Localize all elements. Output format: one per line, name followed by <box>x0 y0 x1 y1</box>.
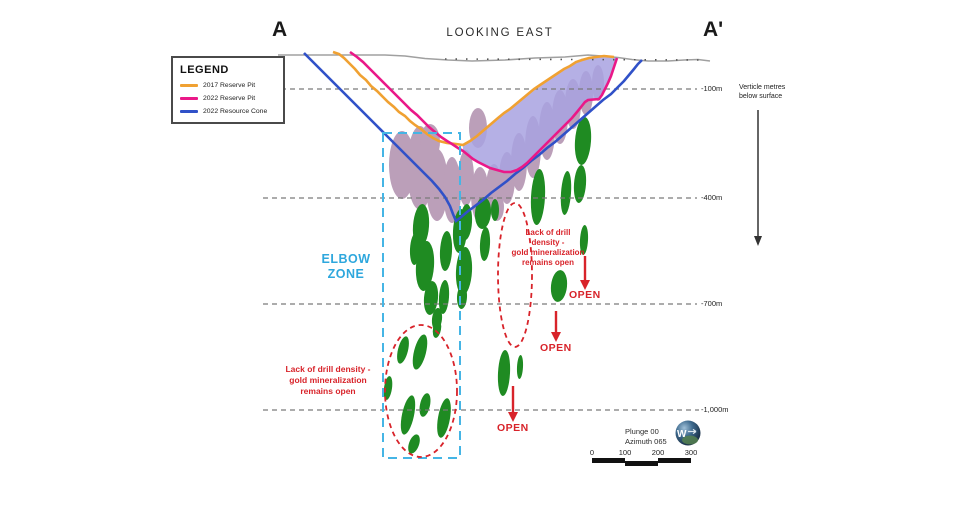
line-swatch-2017-pit <box>180 84 198 87</box>
elbow-zone-label: ELBOW ZONE <box>316 252 376 282</box>
drill-density-ellipse-mid <box>497 202 533 348</box>
scale-label-100: 100 <box>618 448 632 457</box>
open-label-3: OPEN <box>497 422 529 434</box>
note-line: gold mineralization <box>289 375 367 385</box>
depth-label-700m: -700m <box>701 299 723 308</box>
depth-axis-note-line2: below surface <box>739 93 783 100</box>
legend-box: LEGEND 2017 Reserve Pit 2022 Reserve Pit… <box>171 56 285 124</box>
plunge-value: Plunge 00 <box>625 427 659 436</box>
depth-gridlines <box>263 88 699 411</box>
scale-bar <box>592 458 691 466</box>
view-direction-title: LOOKING EAST <box>446 27 554 39</box>
scale-label-0: 0 <box>589 448 595 457</box>
section-orientation: Plunge 00 Azimuth 065 <box>625 427 667 446</box>
legend-item-2017-reserve-pit: 2017 Reserve Pit <box>180 82 276 89</box>
depth-label-400m: -400m <box>701 193 723 202</box>
depth-axis-note-line1: Verticle metres <box>739 84 786 91</box>
depth-axis-note: Verticle metres below surface <box>739 83 785 101</box>
legend-item-label: 2017 Reserve Pit <box>203 82 256 89</box>
section-marker-a: A <box>272 18 288 41</box>
open-arrows <box>508 256 590 422</box>
section-marker-a-prime: A' <box>703 18 724 41</box>
azimuth-value: Azimuth 065 <box>625 436 667 446</box>
depth-label-100m: -100m <box>701 84 723 93</box>
note-line: gold mineralization <box>511 248 585 257</box>
compass-globe-icon: W <box>675 420 701 446</box>
drill-density-ellipse-left <box>384 324 458 458</box>
note-line: remains open <box>300 386 356 396</box>
legend-title: LEGEND <box>180 64 229 76</box>
resource-cone-2022-line <box>303 52 643 224</box>
compass-west-letter: W <box>677 429 687 440</box>
pit-expansion-band <box>463 56 617 172</box>
elbow-zone-label-line1: ELBOW <box>321 252 371 266</box>
elbow-zone-label-line2: ZONE <box>327 267 365 281</box>
note-line: Lack of drill density - <box>285 364 371 374</box>
open-label-2: OPEN <box>540 342 572 354</box>
surface-collar-ticks <box>444 58 701 61</box>
note-line: Lack of drill <box>525 228 571 237</box>
open-label-1: OPEN <box>569 289 601 301</box>
legend-item-label: 2022 Reserve Pit <box>203 95 256 102</box>
drill-density-note-left: Lack of drill density - gold mineralizat… <box>281 364 375 397</box>
scale-label-300: 300 <box>684 448 698 457</box>
drill-density-note-mid: Lack of drill density - gold mineralizat… <box>506 228 590 268</box>
line-swatch-2022-cone <box>180 110 198 113</box>
scale-label-200: 200 <box>651 448 665 457</box>
line-swatch-2022-pit <box>180 97 198 100</box>
elbow-zone-outline <box>382 132 461 459</box>
reserve-pit-2017-line <box>332 50 615 147</box>
legend-item-2022-reserve-pit: 2022 Reserve Pit <box>180 95 276 102</box>
note-line: remains open <box>521 258 574 267</box>
legend-item-label: 2022 Resource Cone <box>203 108 268 115</box>
surface-line <box>278 54 711 62</box>
note-line: density - <box>531 238 565 247</box>
reserve-pit-2022-line <box>349 50 619 174</box>
gold-mineralization-lenses <box>383 117 592 454</box>
legend-item-2022-resource-cone: 2022 Resource Cone <box>180 108 276 115</box>
depth-label-1000m: -1,000m <box>701 405 729 414</box>
depth-arrow <box>754 110 762 246</box>
